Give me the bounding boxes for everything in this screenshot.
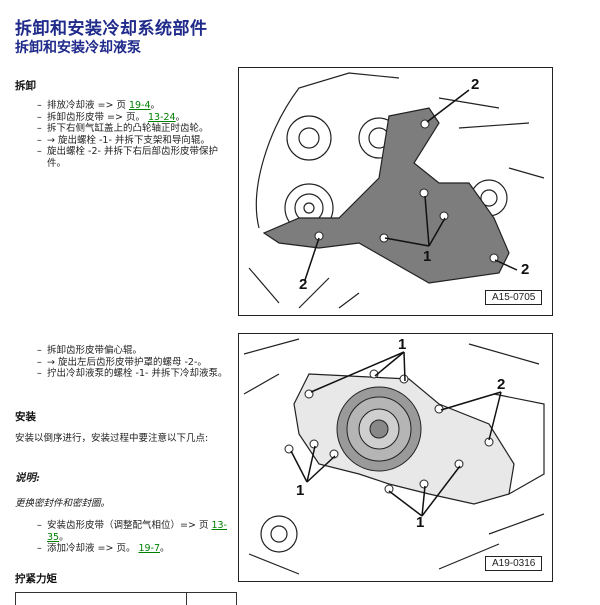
page-link[interactable]: 13-35 (47, 520, 227, 543)
figure-code: A19-0316 (485, 556, 543, 571)
list-item: 拆下右侧气缸盖上的凸轮轴正时齿轮。 (37, 123, 229, 135)
list-item: → 旋出左后齿形皮带护罩的螺母 -2-。 (37, 357, 237, 369)
list-item: 拧出冷却液泵的螺栓 -1- 并拆下冷却液泵。 (37, 368, 237, 380)
list-item: 旋出螺栓 -2- 并拆下右后部齿形皮带保护件。 (37, 146, 229, 169)
table-divider (186, 593, 187, 605)
install-heading: 安装 (15, 411, 36, 423)
page-link[interactable]: 19-7 (138, 543, 161, 554)
engine-drawing-1 (248, 72, 545, 309)
page-subtitle: 拆卸和安装冷却液泵 (15, 40, 141, 56)
list-item: 添加冷却液 => 页。 19-7。 (37, 543, 237, 555)
callout-label: 1 (296, 482, 305, 499)
page-link[interactable]: 19-4 (128, 100, 151, 111)
callout-label: 1 (423, 248, 432, 265)
callout-label: 2 (521, 261, 530, 278)
removal-steps-list-2: 拆卸齿形皮带偏心辊。 → 旋出左后齿形皮带护罩的螺母 -2-。 拧出冷却液泵的螺… (37, 345, 237, 380)
callout-label: 1 (398, 336, 407, 353)
list-item: 安装齿形皮带（调整配气相位）=> 页 13-35。 (37, 520, 237, 543)
belt-guard-shape (262, 107, 510, 284)
list-item: → 旋出螺栓 -1- 并拆下支架和导向辊。 (37, 135, 229, 147)
list-item: 拆卸齿形皮带偏心辊。 (37, 345, 237, 357)
callout-label: 2 (299, 276, 308, 293)
list-item: 排放冷却液 => 页 19-4。 (37, 100, 229, 112)
note-heading: 说明: (15, 472, 40, 484)
torque-table (15, 592, 237, 605)
callout-label: 2 (471, 76, 480, 93)
list-item: 拆卸齿形皮带 => 页。 13-24。 (37, 112, 229, 124)
figure-code: A15-0705 (485, 290, 543, 305)
page-link[interactable]: 13-24 (147, 111, 176, 123)
install-steps-list: 安装齿形皮带（调整配气相位）=> 页 13-35。 添加冷却液 => 页。 19… (37, 520, 237, 555)
torque-heading: 拧紧力矩 (15, 573, 57, 585)
callout-label: 1 (416, 514, 425, 531)
callout-label: 2 (497, 376, 506, 393)
note-body: 更换密封件和密封圈。 (15, 498, 111, 509)
figure-timing-belt-guard: 2 2 2 1 A15-0705 (238, 67, 553, 316)
figure-coolant-pump: 1 2 1 1 A19-0316 (238, 333, 553, 582)
removal-steps-list: 排放冷却液 => 页 19-4。 拆卸齿形皮带 => 页。 13-24。 拆下右… (37, 100, 229, 169)
page-title: 拆卸和安装冷却系统部件 (15, 19, 208, 39)
removal-heading: 拆卸 (15, 80, 36, 92)
engine-drawing-2 (243, 338, 545, 575)
install-intro: 安装以倒序进行，安装过程中要注意以下几点: (15, 433, 209, 444)
